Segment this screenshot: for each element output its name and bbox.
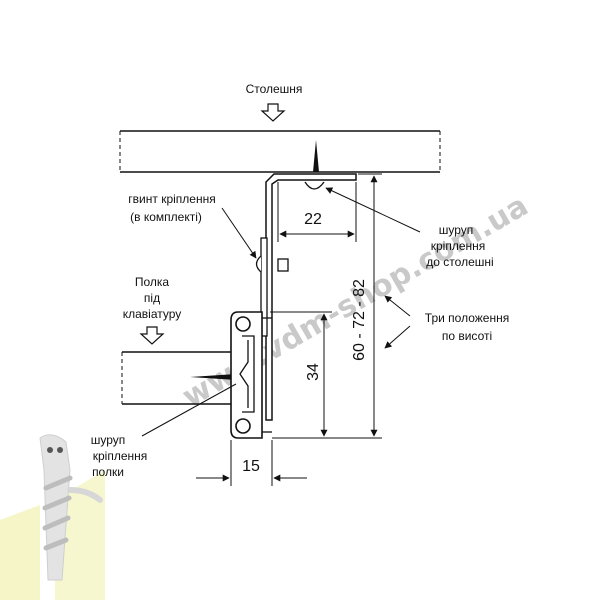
positions-leader-down [384, 325, 411, 349]
shop-logo [0, 434, 105, 600]
bracket-screw-leader [221, 207, 257, 259]
screw-mascot-icon [39, 434, 103, 581]
keyboard-shelf-label-line3: клавіатуру [123, 307, 182, 321]
dimension-22-text: 22 [304, 211, 322, 228]
dimension-22: 22 [277, 182, 357, 242]
keyboard-shelf [121, 351, 236, 405]
dimension-60-72-82-text: 60 - 72 - 82 [351, 279, 368, 361]
telescopic-rail [230, 311, 272, 439]
shelf-screw-label-line3: полки [92, 465, 124, 479]
shelf-screw-leader [141, 383, 237, 437]
shelf-screw-label-line1: шуруп [91, 433, 126, 447]
dimension-34-text: 34 [305, 363, 322, 381]
dimension-60-72-82: 60 - 72 - 82 [351, 173, 382, 437]
bracket [255, 173, 357, 421]
top-screw-label-line1: шуруп [439, 223, 474, 237]
countertop [119, 130, 441, 173]
top-screw-label-line3: до столешні [426, 255, 493, 269]
countertop-down-arrow-icon [260, 103, 286, 122]
keyboard-shelf-label-line2: під [144, 291, 160, 305]
dimension-15: 15 [196, 440, 307, 486]
countertop-label: Столешня [246, 82, 303, 96]
positions-label-line1: Три положення [425, 311, 509, 325]
dimension-34: 34 [270, 311, 382, 439]
shelf-down-arrow-icon [139, 326, 165, 345]
keyboard-shelf-label-line1: Полка [135, 275, 170, 289]
positions-label-line2: по висоті [442, 329, 492, 343]
top-screw-label-line2: кріплення [431, 239, 486, 253]
bracket-screw-label-line2: (в комплекті) [130, 210, 202, 224]
shelf-screw-label-line2: кріплення [93, 449, 148, 463]
top-screw-leader [325, 187, 421, 233]
bracket-screw-label-line1: гвинт кріплення [128, 192, 215, 206]
positions-leader-up [384, 295, 411, 317]
dimension-15-text: 15 [242, 458, 260, 475]
